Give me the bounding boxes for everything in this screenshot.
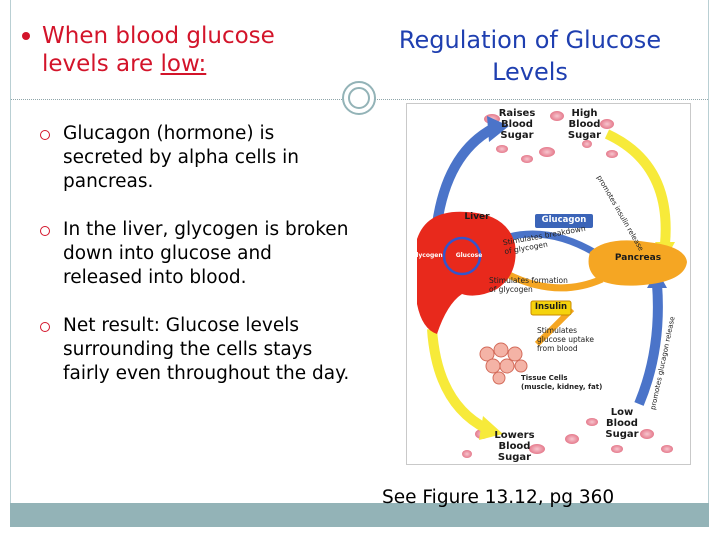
- sub-bullet-item: Net result: Glucose levels surrounding t…: [40, 314, 355, 386]
- sub-bullet-text: In the liver, glycogen is broken down in…: [63, 219, 349, 288]
- yellow-arrow-to-lowers: [427, 328, 490, 434]
- tissue-cells-shape: [479, 342, 528, 385]
- glycogen-label: Glycogen: [411, 252, 443, 259]
- sub-bullet-text: Net result: Glucose levels surrounding t…: [63, 315, 350, 384]
- main-bullet: When blood glucose levels are low:: [22, 22, 332, 78]
- blue-arrow-from-low: [634, 283, 663, 406]
- stimulates-uptake-label: Stimulates glucose uptake from blood: [537, 326, 594, 353]
- blue-arrow-to-raises: [432, 124, 495, 225]
- low-blood-sugar-label: Low Blood Sugar: [605, 407, 639, 440]
- sub-bullet-item: Glucagon (hormone) is secreted by alpha …: [40, 122, 355, 194]
- yellow-arrow-to-pancreas: [604, 129, 671, 245]
- glucagon-label: Glucagon: [541, 215, 587, 225]
- glucagon-box: [535, 214, 593, 228]
- pancreas-label: Pancreas: [614, 253, 662, 263]
- main-bullet-underlined: low:: [160, 51, 207, 77]
- figure-caption: See Figure 13.12, pg 360: [382, 487, 615, 508]
- bullet-dot-icon: [22, 32, 30, 40]
- slide-title: Regulation of Glucose Levels: [398, 26, 662, 86]
- liver-label: Liver: [464, 212, 490, 222]
- frame-left-line: [10, 0, 11, 503]
- tissue-cells-label: Tissue Cells (muscle, kidney, fat): [521, 374, 603, 391]
- insulin-box: [530, 300, 572, 316]
- glucose-regulation-figure: Raises Blood Sugar High Blood Sugar Live…: [406, 103, 691, 465]
- sub-bullet-list: Glucagon (hormone) is secreted by alpha …: [40, 122, 355, 410]
- divider-circle-ornament: [342, 81, 376, 115]
- ring-bullet-icon: [40, 226, 50, 236]
- insulin-label: Insulin: [534, 302, 568, 312]
- high-blood-sugar-label: High Blood Sugar: [567, 108, 602, 141]
- ring-bullet-icon: [40, 130, 50, 140]
- main-bullet-text: When blood glucose levels are: [42, 23, 275, 77]
- sub-bullet-item: In the liver, glycogen is broken down in…: [40, 218, 355, 290]
- figure-drawing: [417, 111, 687, 458]
- frame-right-line: [708, 0, 709, 503]
- ring-bullet-icon: [40, 322, 50, 332]
- pancreas-shape: [588, 240, 687, 286]
- sub-bullet-text: Glucagon (hormone) is secreted by alpha …: [63, 123, 299, 192]
- glucose-label: Glucose: [455, 252, 483, 259]
- raises-blood-sugar-label: Raises Blood Sugar: [498, 108, 536, 141]
- stimulates-formation-label: Stimulates formation of glycogen: [489, 276, 568, 294]
- liver-cycle-ring: [442, 236, 482, 276]
- bottom-band: [10, 503, 709, 527]
- lowers-blood-sugar-label: Lowers Blood Sugar: [494, 430, 535, 463]
